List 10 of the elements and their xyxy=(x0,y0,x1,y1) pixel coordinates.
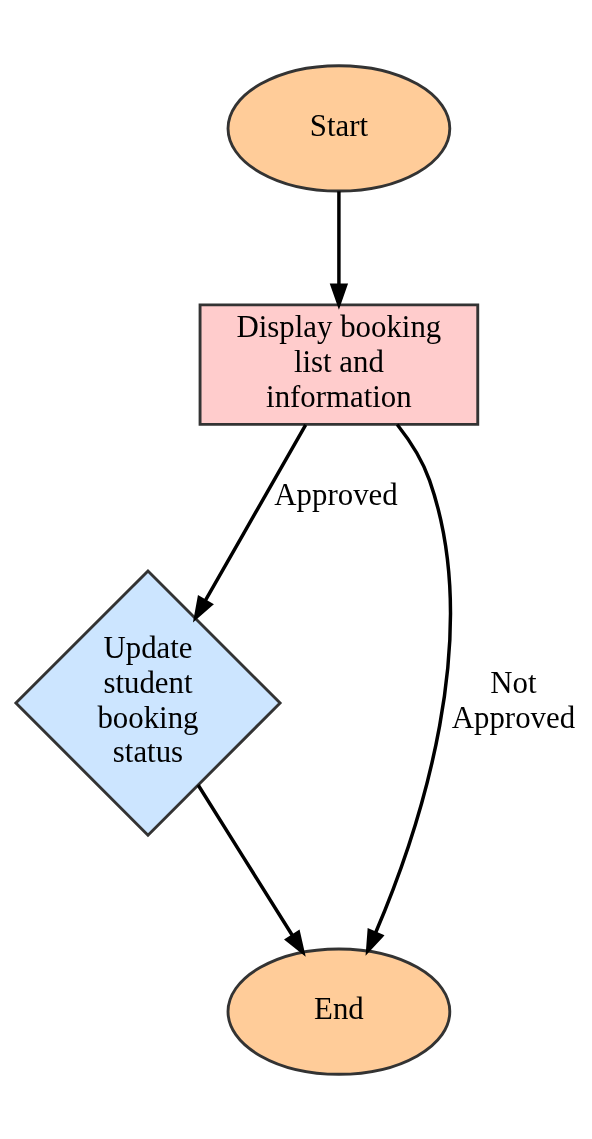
arrow xyxy=(365,422,452,956)
node-ellipse: Start xyxy=(226,63,452,192)
edge-label: Not Approved xyxy=(451,665,576,735)
node-box: Display booking list and information xyxy=(198,302,480,426)
node-ellipse: End xyxy=(226,947,452,1076)
arrow xyxy=(196,783,306,957)
arrow xyxy=(329,190,349,310)
edge-label: Approved xyxy=(274,477,398,512)
arrow xyxy=(192,423,308,622)
node-diamond: Update student booking status xyxy=(13,568,283,837)
